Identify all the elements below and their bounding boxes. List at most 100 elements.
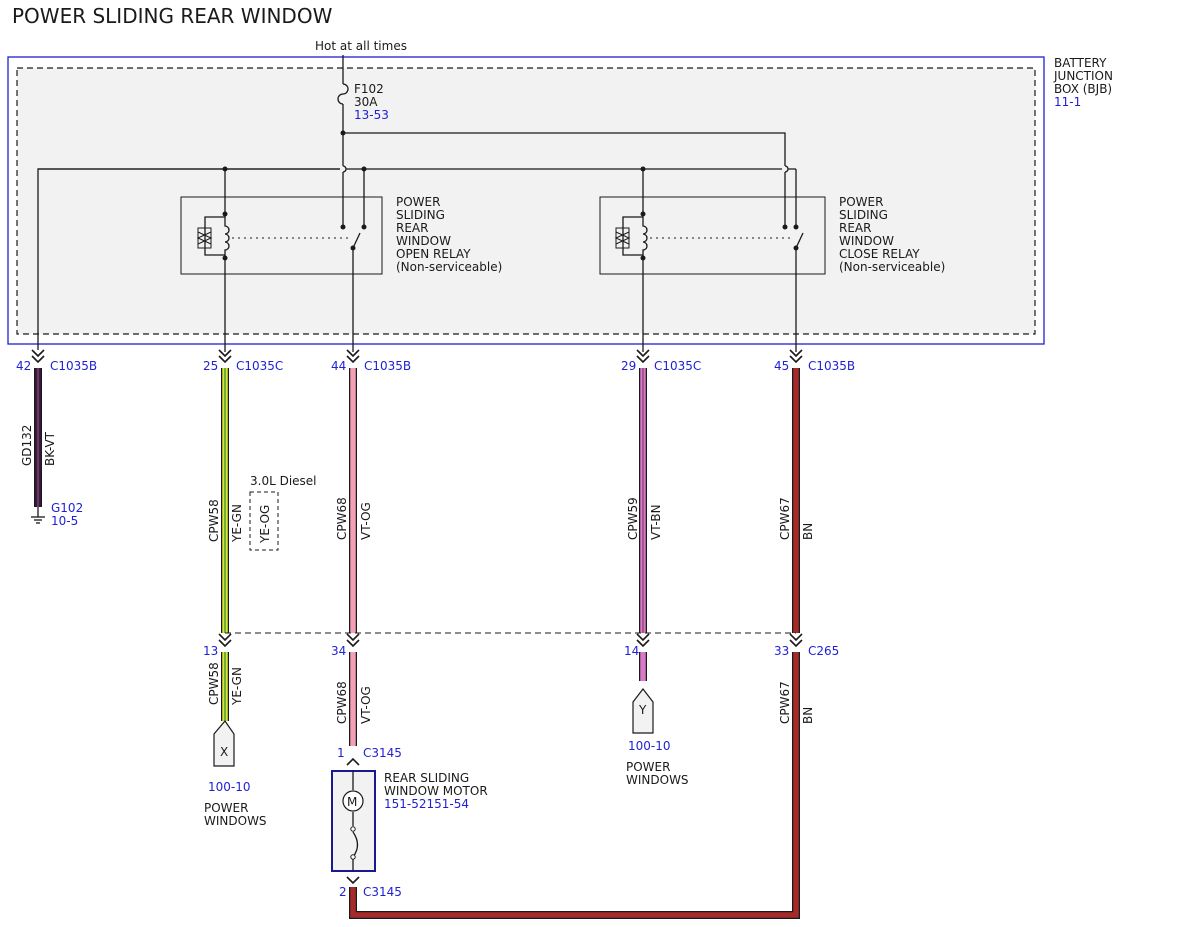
cpw58-circuit-lower: CPW58 — [207, 662, 221, 705]
feed-label: Hot at all times — [315, 39, 407, 53]
cpw59-circuit: CPW59 — [626, 497, 640, 540]
offpage-y-letter: Y — [638, 703, 647, 717]
bjb-pin-arrow-3-lower — [636, 355, 650, 364]
pin-42: 42 — [16, 359, 31, 373]
close-relay-line-1: POWER — [839, 195, 883, 209]
cpw67-circuit-lower: CPW67 — [778, 681, 792, 724]
fuse-ref: 13-53 — [354, 108, 389, 122]
motor-pin2-connector: C3145 — [363, 885, 402, 899]
motor-ref: 151-52151-54 — [384, 797, 469, 811]
wire-hop — [342, 165, 347, 173]
offpage-x-label-2: WINDOWS — [204, 814, 267, 828]
conn-45: C1035B — [808, 359, 855, 373]
bjb-pin-arrow-1 — [218, 349, 232, 358]
c265-pin-arrow-1-lower — [346, 639, 360, 648]
cpw68-color-lower: VT-OG — [359, 686, 373, 724]
pin-45: 45 — [774, 359, 789, 373]
c265-pin-arrow-3-lower — [789, 639, 803, 648]
c265-pin-14: 14 — [624, 644, 639, 658]
motor-name-2: WINDOW MOTOR — [384, 784, 488, 798]
bjb-pin-arrow-4 — [789, 349, 803, 358]
close-relay — [599, 196, 826, 275]
offpage-x-ref: 100-10 — [208, 780, 251, 794]
pin-25: 25 — [203, 359, 218, 373]
c265-pin-33: 33 — [774, 644, 789, 658]
offpage-y-ref: 100-10 — [628, 739, 671, 753]
ground-icon — [31, 507, 45, 524]
ground-id: G102 — [51, 501, 83, 515]
open-relay — [180, 196, 383, 275]
cpw58-color-lower: YE-GN — [230, 667, 244, 706]
c265-pin-arrow-0 — [218, 633, 232, 642]
close-relay-line-3: REAR — [839, 221, 871, 235]
bjb-pin-arrow-3 — [636, 349, 650, 358]
bjb-pin-arrow-0-lower — [31, 355, 45, 364]
bjb-pin-arrow-2 — [346, 349, 360, 358]
offpage-y-label-1: POWER — [626, 760, 670, 774]
close-relay-line-6: (Non-serviceable) — [839, 260, 945, 274]
c265-pin-34: 34 — [331, 644, 346, 658]
cpw58-circuit: CPW58 — [207, 499, 221, 542]
page-title: POWER SLIDING REAR WINDOW — [12, 4, 333, 28]
close-relay-line-4: WINDOW — [839, 234, 894, 248]
harness-wires — [34, 368, 800, 919]
close-relay-line-2: SLIDING — [839, 208, 888, 222]
c265-pin-arrow-1 — [346, 633, 360, 642]
diesel-option-box — [249, 491, 279, 551]
conn-42: C1035B — [50, 359, 97, 373]
cpw59-color: VT-BN — [649, 504, 663, 540]
open-relay-line-6: (Non-serviceable) — [396, 260, 502, 274]
gd132-color: BK-VT — [43, 431, 57, 466]
motor-symbol: M — [347, 795, 357, 809]
connector-pins — [31, 349, 803, 885]
c265-connector: C265 — [808, 644, 839, 658]
bjb-ref: 11-1 — [1054, 95, 1081, 109]
c265-pin-13: 13 — [203, 644, 218, 658]
open-relay-line-5: OPEN RELAY — [396, 247, 471, 261]
fuse-symbol — [337, 83, 349, 105]
rear-sliding-window-motor — [331, 770, 376, 872]
motor-pin1-connector: C3145 — [363, 746, 402, 760]
open-relay-line-3: REAR — [396, 221, 428, 235]
open-relay-line-1: POWER — [396, 195, 440, 209]
diesel-label: 3.0L Diesel — [250, 474, 317, 488]
pin-29: 29 — [621, 359, 636, 373]
bjb-pin-arrow-2-lower — [346, 355, 360, 364]
gd132-circuit: GD132 — [20, 425, 34, 466]
c265-pin-arrow-2 — [636, 633, 650, 642]
offpage-connector-y — [632, 688, 654, 734]
open-relay-line-4: WINDOW — [396, 234, 451, 248]
c265-pin-arrow-0-lower — [218, 639, 232, 648]
feed-to-close-relay — [343, 132, 786, 166]
motor-pin1-arrow — [346, 757, 360, 766]
bjb-inner-dashed — [16, 67, 1036, 335]
cpw58-color: YE-GN — [230, 504, 244, 543]
ground-ref: 10-5 — [51, 514, 78, 528]
conn-25: C1035C — [236, 359, 283, 373]
cpw68-color: VT-OG — [359, 502, 373, 540]
motor-pin2: 2 — [339, 885, 347, 899]
bjb-pin-arrow-0 — [31, 349, 45, 358]
conn-29: C1035C — [654, 359, 701, 373]
fuse-id: F102 — [354, 82, 384, 96]
motor-name-1: REAR SLIDING — [384, 771, 469, 785]
cpw68-circuit-lower: CPW68 — [335, 681, 349, 724]
motor-pin1: 1 — [337, 746, 345, 760]
cpw67-color-lower: BN — [801, 707, 815, 724]
open-relay-line-2: SLIDING — [396, 208, 445, 222]
cpw67-color: BN — [801, 523, 815, 540]
cpw68-circuit: CPW68 — [335, 497, 349, 540]
c265-pin-arrow-2-lower — [636, 639, 650, 648]
close-relay-line-5: CLOSE RELAY — [839, 247, 920, 261]
conn-44: C1035B — [364, 359, 411, 373]
bjb-pin-arrow-4-lower — [789, 355, 803, 364]
bjb-name-2: JUNCTION — [1053, 69, 1113, 83]
c265-pin-arrow-3 — [789, 633, 803, 642]
bjb-pin-arrow-1-lower — [218, 355, 232, 364]
wire-cpw67-lower — [350, 652, 799, 918]
bjb-outline — [7, 56, 1045, 345]
diesel-color: YE-OG — [258, 505, 272, 544]
cpw67-circuit: CPW67 — [778, 497, 792, 540]
offpage-x-label-1: POWER — [204, 801, 248, 815]
offpage-x-letter: X — [220, 745, 228, 759]
